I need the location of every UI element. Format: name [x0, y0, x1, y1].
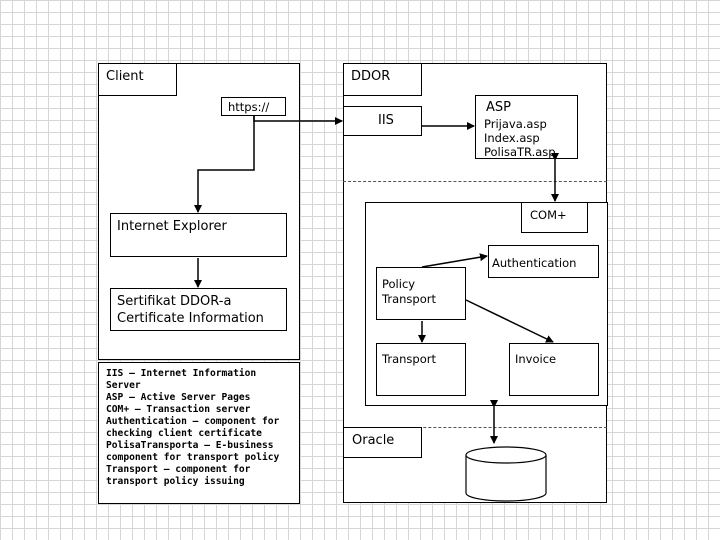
legend-line: Transport – component for — [106, 464, 251, 475]
legend-line: IIS – Internet Information — [106, 368, 257, 379]
iis-box: IIS — [343, 106, 422, 136]
legend-line: checking client certificate — [106, 428, 262, 439]
client-title: Client — [106, 69, 144, 84]
invoice-label: Invoice — [515, 352, 557, 366]
policy-line-1: Policy — [382, 277, 416, 291]
separator-line — [343, 427, 607, 428]
oracle-box: Oracle — [343, 427, 422, 458]
database-icon — [465, 446, 547, 502]
legend-line: Server — [106, 380, 141, 391]
policy-transport-box: Policy Transport — [376, 267, 466, 320]
separator-line — [343, 181, 607, 182]
https-to-iis-arrow — [253, 116, 343, 125]
transport-box: Transport — [376, 343, 466, 396]
server-title: DDOR — [351, 69, 391, 84]
iis-label: IIS — [378, 113, 394, 128]
legend-text: IIS – Internet Information Server ASP – … — [106, 368, 279, 488]
policy-to-authentication-arrow — [421, 253, 488, 268]
asp-page: PolisaTR.asp — [484, 145, 556, 159]
legend-line: component for transport policy — [106, 452, 280, 463]
legend-line: transport policy issuing — [106, 476, 245, 487]
asp-box: ASP Prijava.asp Index.asp PolisaTR.asp — [475, 95, 578, 159]
complus-label: COM+ — [530, 208, 567, 222]
asp-page: Index.asp — [484, 131, 540, 145]
policy-line-2: Transport — [382, 292, 436, 306]
complus-header: COM+ — [521, 202, 588, 233]
legend-line: PolisaTransporta – E-business — [106, 440, 274, 451]
internet-explorer-box: Internet Explorer — [110, 213, 287, 257]
certificate-line-2: Certificate Information — [117, 311, 264, 326]
internet-explorer-label: Internet Explorer — [117, 219, 227, 234]
certificate-line-1: Sertifikat DDOR-a — [117, 294, 232, 309]
https-to-browser-arrow — [194, 116, 255, 213]
legend-line: Authentication – component for — [106, 416, 280, 427]
invoice-box: Invoice — [509, 343, 599, 396]
https-box: https:// — [221, 97, 286, 116]
transport-label: Transport — [382, 352, 436, 366]
authentication-box: Authentication — [488, 245, 599, 278]
legend-line: ASP – Active Server Pages — [106, 392, 251, 403]
https-label: https:// — [228, 100, 270, 114]
oracle-label: Oracle — [352, 433, 395, 448]
legend-line: COM+ – Transaction server — [106, 404, 251, 415]
certificate-box: Sertifikat DDOR-a Certificate Informatio… — [110, 288, 287, 331]
policy-to-invoice-arrow — [465, 299, 554, 343]
asp-page: Prijava.asp — [484, 117, 547, 131]
server-header: DDOR — [343, 63, 422, 96]
legend-box: IIS – Internet Information Server ASP – … — [98, 362, 300, 504]
asp-title: ASP — [486, 100, 511, 115]
authentication-label: Authentication — [492, 256, 577, 270]
client-header: Client — [98, 63, 177, 96]
